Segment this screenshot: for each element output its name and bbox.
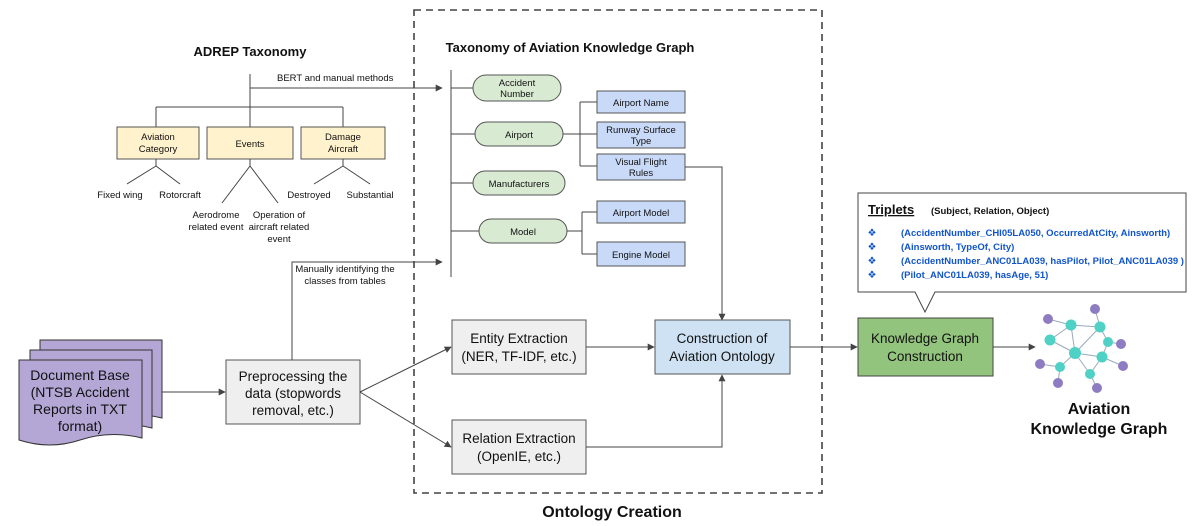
bullet-icon: ❖ xyxy=(868,242,877,253)
rotorcraft-label: Rotorcraft xyxy=(159,190,201,201)
triplets-callout xyxy=(857,192,1187,314)
aviation-kg-label: Aviation xyxy=(1068,401,1131,418)
adrep-title: ADREP Taxonomy xyxy=(194,44,308,59)
kg-construction-label: Knowledge Graph xyxy=(871,331,979,346)
relation-extraction-box xyxy=(451,419,587,475)
svg-text:Accident: Accident xyxy=(499,78,536,89)
svg-text:(NER, TF-IDF, etc.): (NER, TF-IDF, etc.) xyxy=(461,349,576,364)
substantial-label: Substantial xyxy=(346,190,393,201)
ontology-creation-label: Ontology Creation xyxy=(542,504,682,521)
triplet-item: (Pilot_ANC01LA039, hasAge, 51) xyxy=(901,270,1048,281)
preprocessing-to-entity-arrow xyxy=(359,346,452,393)
svg-text:classes from tables: classes from tables xyxy=(304,276,386,287)
svg-text:removal, etc.): removal, etc.) xyxy=(252,403,334,418)
kg-construction-box xyxy=(857,317,994,377)
bert-method-label: BERT and manual methods xyxy=(277,73,394,84)
triplet-item: (AccidentNumber_ANC01LA039, hasPilot, Pi… xyxy=(901,256,1184,267)
svg-text:(OpenIE, etc.): (OpenIE, etc.) xyxy=(477,449,561,464)
svg-text:Model: Model xyxy=(510,227,536,238)
svg-text:(NTSB Accident: (NTSB Accident xyxy=(31,384,130,400)
triplets-title: Triplets xyxy=(868,202,914,217)
svg-text:event: event xyxy=(267,234,291,245)
svg-text:Reports in TXT: Reports in TXT xyxy=(33,401,127,417)
operation-aircraft-event-label: Operation of xyxy=(253,210,306,221)
fixed-wing-label: Fixed wing xyxy=(97,190,142,201)
construction-ontology-label: Construction of xyxy=(677,331,768,346)
preprocessing-to-relation-arrow xyxy=(359,391,452,448)
aviation-category-box xyxy=(116,126,200,160)
svg-text:Rules: Rules xyxy=(629,168,654,179)
ontology-creation-frame xyxy=(413,9,823,494)
airport-model-prop xyxy=(596,200,686,224)
runway-surface-prop xyxy=(596,121,686,149)
entity-extraction-box xyxy=(451,319,587,375)
manufacturers-class xyxy=(472,170,566,196)
svg-text:Visual Flight: Visual Flight xyxy=(615,157,667,168)
aviation-category-label: Aviation xyxy=(141,132,175,143)
damage-aircraft-label: Damage xyxy=(325,132,361,143)
triplets-subtitle: (Subject, Relation, Object) xyxy=(931,206,1049,217)
engine-model-prop xyxy=(596,241,686,267)
construction-ontology-box xyxy=(654,319,791,375)
manual-arrow xyxy=(291,258,443,360)
airport-name-prop xyxy=(596,90,686,114)
aerodrome-event-label: Aerodrome xyxy=(193,210,240,221)
svg-text:Aircraft: Aircraft xyxy=(328,144,358,155)
destroyed-label: Destroyed xyxy=(287,190,330,201)
bullet-icon: ❖ xyxy=(868,228,877,239)
entity-extraction-label: Entity Extraction xyxy=(470,331,568,346)
accident-number-class xyxy=(472,74,562,102)
akg-taxonomy-title: Taxonomy of Aviation Knowledge Graph xyxy=(446,40,695,55)
svg-text:Runway Surface: Runway Surface xyxy=(606,125,676,136)
svg-text:Category: Category xyxy=(139,144,178,155)
svg-text:related event: related event xyxy=(189,222,244,233)
document-base-front xyxy=(18,359,143,446)
triplet-item: (Ainsworth, TypeOf, City) xyxy=(901,242,1014,253)
document-base-label: Document Base xyxy=(30,367,130,383)
svg-text:Type: Type xyxy=(631,136,652,147)
svg-text:Construction: Construction xyxy=(887,349,963,364)
bullet-icon: ❖ xyxy=(868,270,877,281)
svg-text:Manufacturers: Manufacturers xyxy=(489,179,550,190)
vfr-to-ontology-arrow xyxy=(685,166,726,321)
svg-text:Airport: Airport xyxy=(505,130,533,141)
svg-text:Number: Number xyxy=(500,89,534,100)
relation-extraction-label: Relation Extraction xyxy=(462,431,575,446)
svg-text:Aviation Ontology: Aviation Ontology xyxy=(669,349,775,364)
svg-text:data (stopwords: data (stopwords xyxy=(245,386,341,401)
svg-text:Engine Model: Engine Model xyxy=(612,250,670,261)
svg-text:aircraft related: aircraft related xyxy=(249,222,310,233)
bullet-icon: ❖ xyxy=(868,256,877,267)
svg-text:format): format) xyxy=(58,418,102,434)
events-box xyxy=(206,126,294,160)
triplet-item: (AccidentNumber_CHI05LA050, OccurredAtCi… xyxy=(901,228,1170,239)
svg-text:Airport Name: Airport Name xyxy=(613,98,669,109)
knowledge-graph-network-icon xyxy=(1035,304,1128,393)
manual-identification-label: Manually identifying the xyxy=(295,264,394,275)
preprocessing-box xyxy=(225,359,361,425)
svg-text:Airport Model: Airport Model xyxy=(613,208,670,219)
svg-text:Knowledge Graph: Knowledge Graph xyxy=(1031,421,1168,438)
relation-to-ontology-arrow xyxy=(586,374,726,448)
events-label: Events xyxy=(235,139,264,150)
preprocessing-label: Preprocessing the xyxy=(239,369,348,384)
